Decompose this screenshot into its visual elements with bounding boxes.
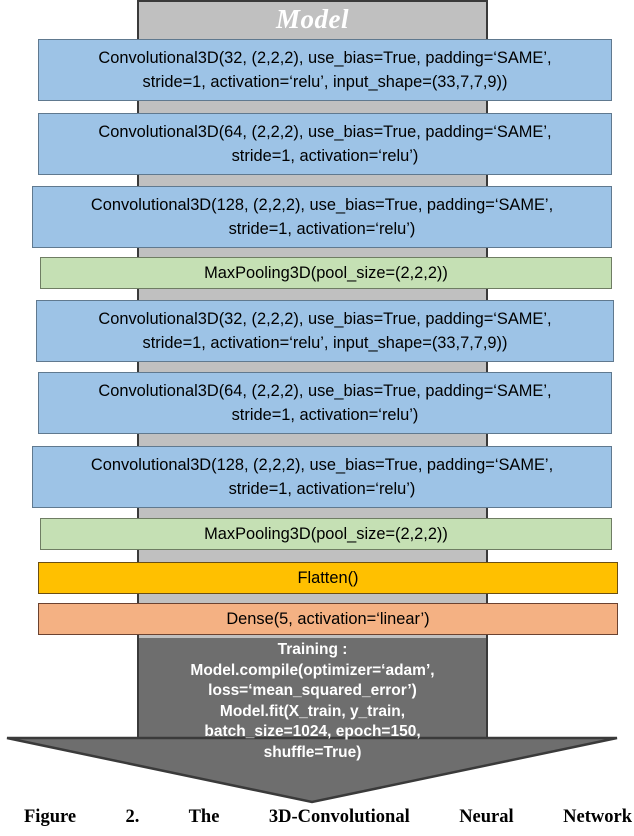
layer-label: Dense(5, activation=‘linear’)	[226, 610, 430, 628]
layer-label: MaxPooling3D(pool_size=(2,2,2))	[204, 525, 448, 543]
figure-caption: Figure 2. The 3D-Convolutional Neural Ne…	[24, 807, 632, 827]
layer-conv3d-32-b[interactable]: Convolutional3D(32, (2,2,2), use_bias=Tr…	[36, 300, 614, 362]
layer-label: Convolutional3D(64, (2,2,2), use_bias=Tr…	[98, 382, 552, 424]
layer-maxpool3d-a[interactable]: MaxPooling3D(pool_size=(2,2,2))	[40, 257, 612, 289]
training-block-text: Training : Model.compile(optimizer=‘adam…	[190, 641, 435, 761]
layer-label: Convolutional3D(128, (2,2,2), use_bias=T…	[90, 456, 554, 498]
layer-label: MaxPooling3D(pool_size=(2,2,2))	[204, 264, 448, 282]
training-arrow-shaft	[137, 638, 488, 738]
layer-conv3d-64-a[interactable]: Convolutional3D(64, (2,2,2), use_bias=Tr…	[38, 113, 612, 175]
layer-label: Convolutional3D(32, (2,2,2), use_bias=Tr…	[98, 49, 552, 91]
layer-label: Convolutional3D(64, (2,2,2), use_bias=Tr…	[98, 123, 552, 165]
training-arrow-head-icon	[5, 736, 619, 804]
layer-maxpool3d-b[interactable]: MaxPooling3D(pool_size=(2,2,2))	[40, 518, 612, 550]
model-title: Model	[276, 4, 349, 34]
layer-label: Convolutional3D(128, (2,2,2), use_bias=T…	[90, 196, 554, 238]
layer-dense[interactable]: Dense(5, activation=‘linear’)	[38, 603, 618, 635]
layer-conv3d-64-b[interactable]: Convolutional3D(64, (2,2,2), use_bias=Tr…	[38, 372, 612, 434]
layer-conv3d-128-b[interactable]: Convolutional3D(128, (2,2,2), use_bias=T…	[32, 446, 612, 508]
layer-label: Flatten()	[297, 569, 359, 587]
layer-label: Convolutional3D(32, (2,2,2), use_bias=Tr…	[98, 310, 552, 352]
layer-conv3d-128-a[interactable]: Convolutional3D(128, (2,2,2), use_bias=T…	[32, 186, 612, 248]
layer-flatten[interactable]: Flatten()	[38, 562, 618, 594]
layer-conv3d-32-a[interactable]: Convolutional3D(32, (2,2,2), use_bias=Tr…	[38, 39, 612, 101]
